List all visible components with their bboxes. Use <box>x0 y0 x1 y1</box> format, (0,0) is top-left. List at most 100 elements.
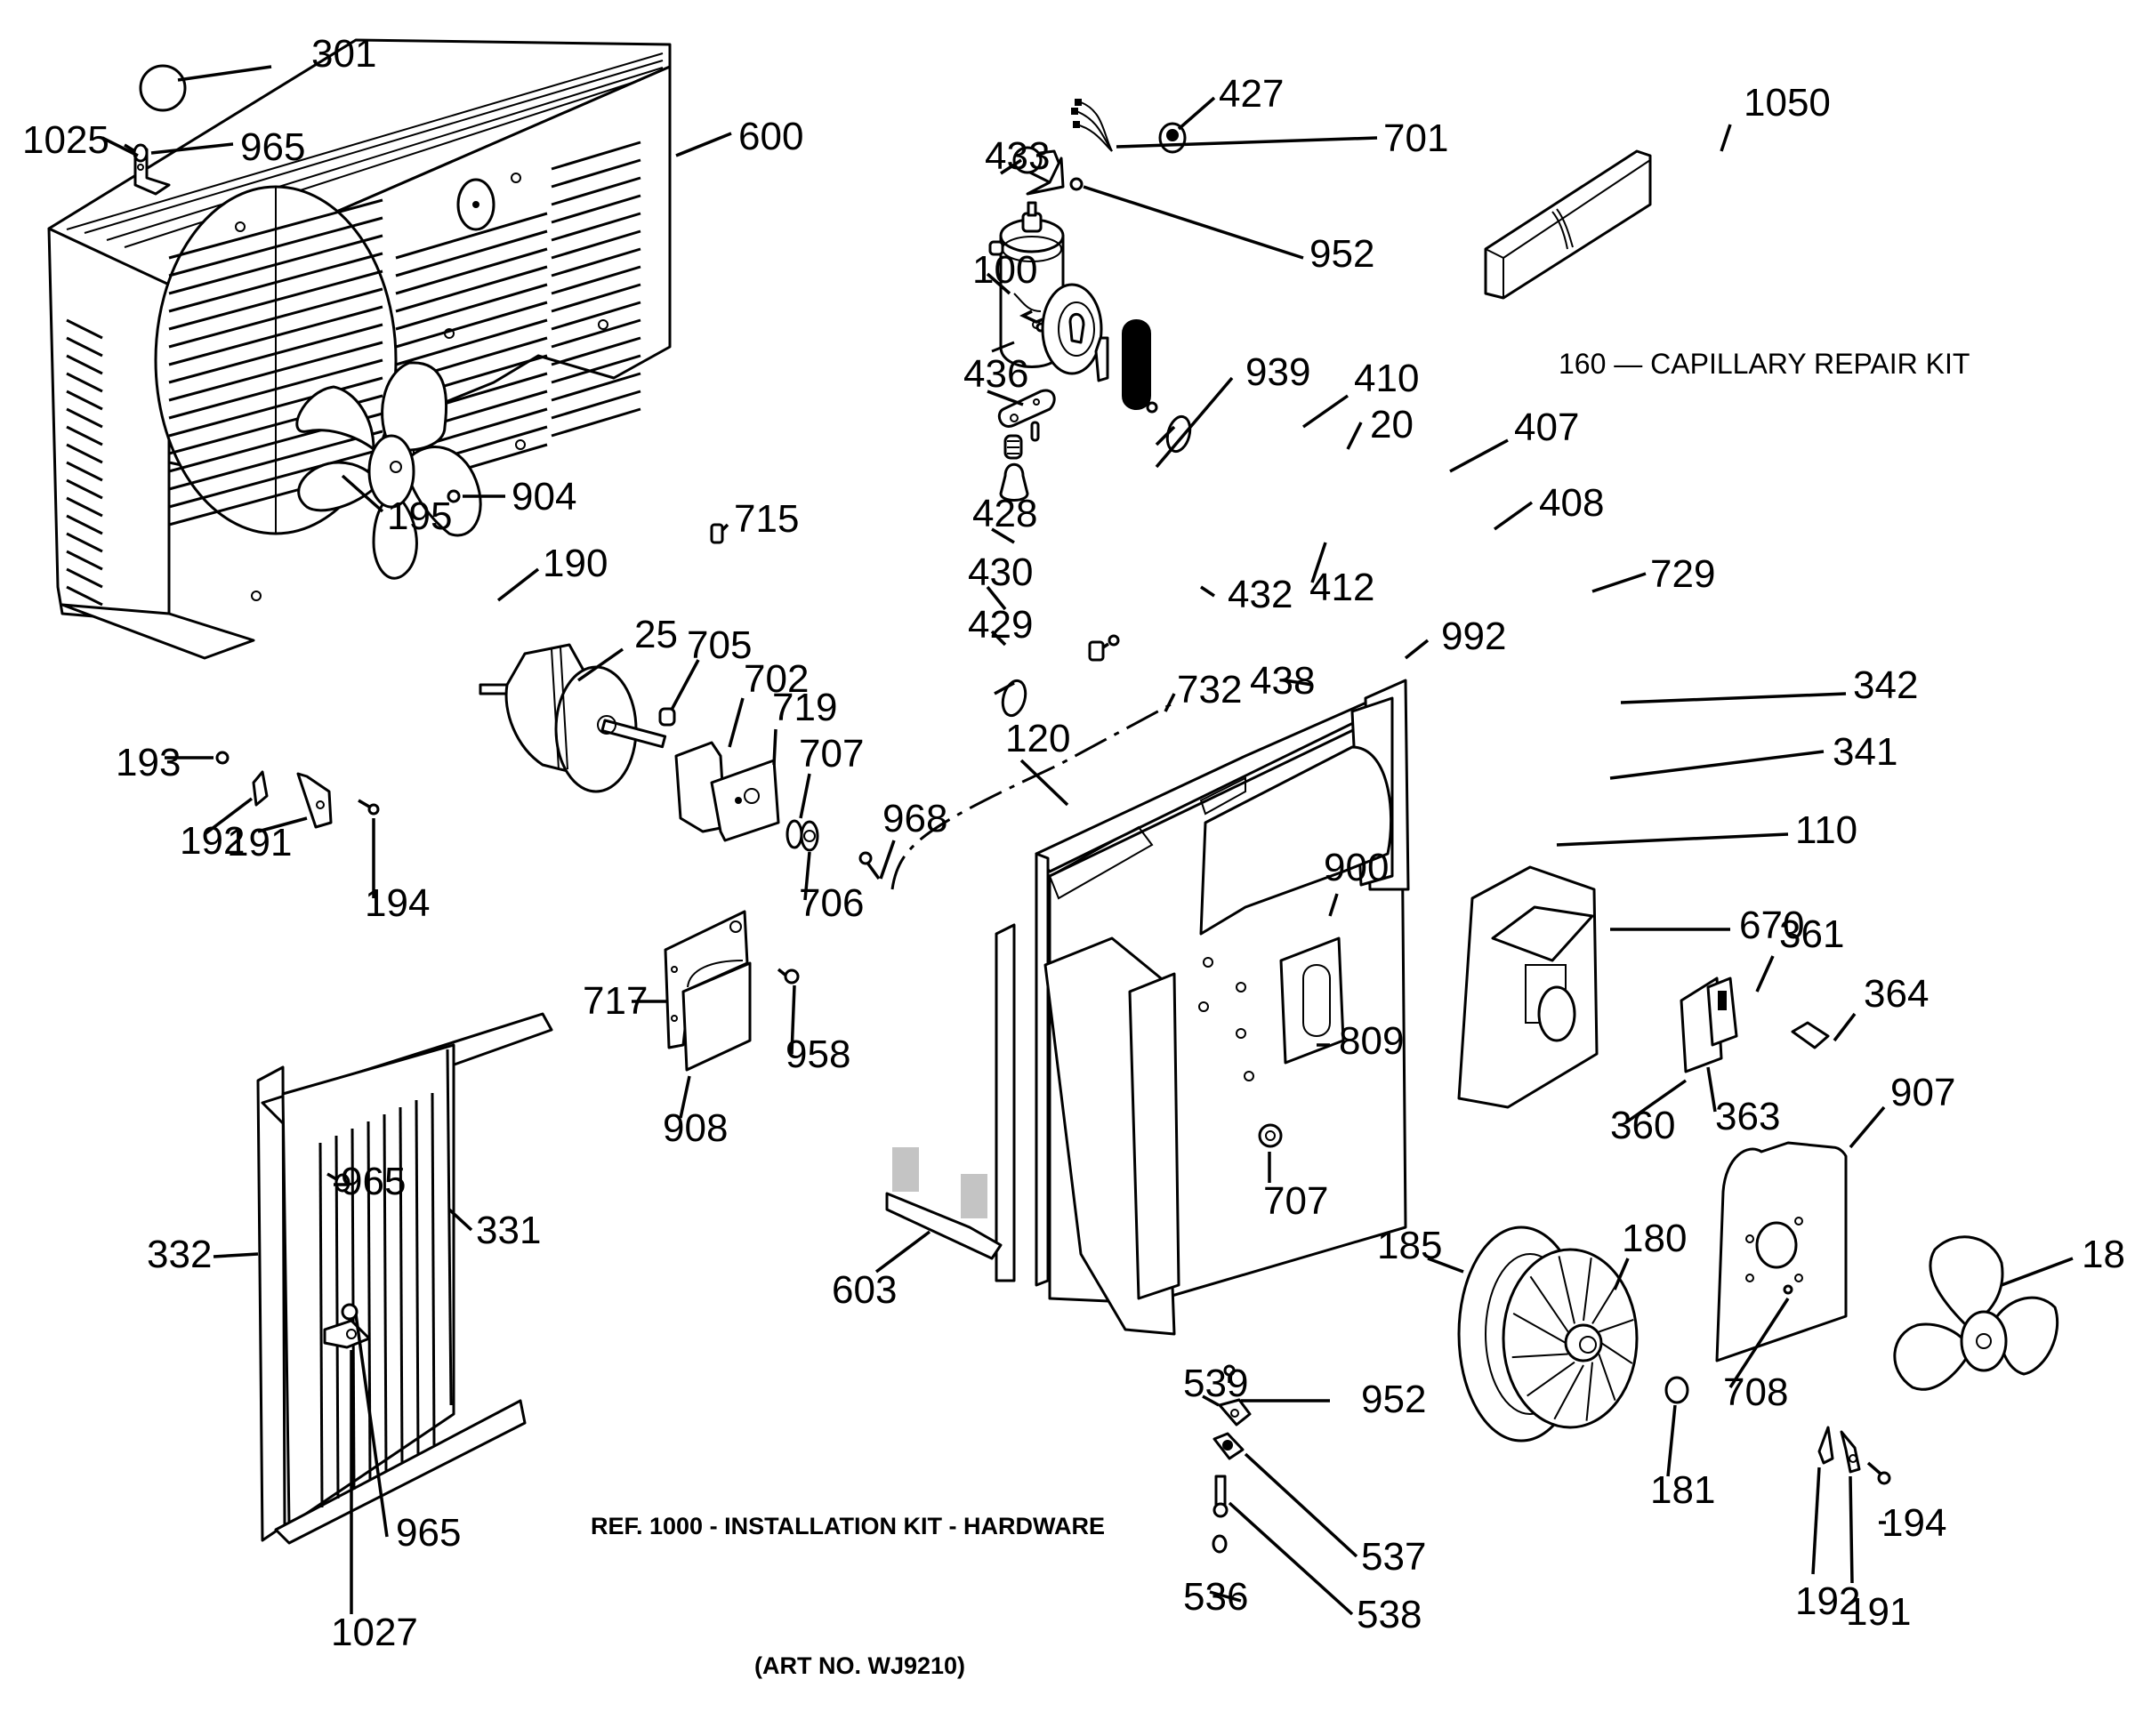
part-number-label: 410 <box>1354 357 1419 400</box>
callout-536: 536 <box>1183 1575 1248 1619</box>
switch-361 <box>1706 976 1738 1047</box>
callout-181: 181 <box>1650 1404 1715 1512</box>
part-number-label: 603 <box>832 1268 897 1312</box>
washer-707-base <box>1258 1123 1283 1148</box>
part-number-label: 702 <box>744 657 809 701</box>
condenser-fan-blade-190 <box>295 361 482 580</box>
leader-line <box>990 630 1007 647</box>
part-number-label: 180 <box>1622 1217 1687 1260</box>
part-number-label: 1027 <box>331 1611 418 1654</box>
callout-436: 436 <box>963 352 1028 406</box>
leader-line <box>1155 376 1234 469</box>
leader-line <box>1591 572 1647 593</box>
plate-539 <box>1218 1398 1252 1427</box>
callout-363: 363 <box>1706 1066 1780 1138</box>
nut-706 <box>800 820 819 852</box>
part-number-label: 965 <box>396 1511 461 1555</box>
leader-line <box>991 527 1015 544</box>
callout-407: 407 <box>1449 406 1579 473</box>
tie-strap-732 <box>994 679 1027 718</box>
callout-342: 342 <box>1620 663 1918 707</box>
callout-600: 600 <box>675 115 803 158</box>
plate-537 <box>1213 1432 1245 1460</box>
part-number-label: 939 <box>1245 350 1310 394</box>
part-number-label: 900 <box>1324 846 1389 889</box>
case-back-slats <box>395 212 548 491</box>
leader-line <box>986 272 1011 295</box>
callout-701: 701 <box>1116 117 1448 160</box>
leader-line <box>721 523 729 532</box>
callout-904: 904 <box>463 475 576 518</box>
leader-line <box>1624 1079 1688 1124</box>
knob-364 <box>1791 1021 1830 1049</box>
leader-line <box>1200 585 1215 598</box>
callout-715: 715 <box>721 497 799 541</box>
part-number-label: 908 <box>663 1106 728 1150</box>
part-number-label: 363 <box>1715 1095 1780 1138</box>
part-number-label: 341 <box>1833 730 1897 774</box>
part-number-label: 907 <box>1890 1071 1955 1114</box>
part-number-label: 342 <box>1853 663 1918 707</box>
part-number-label: 364 <box>1864 972 1929 1016</box>
blower-wheel-180 <box>1502 1248 1639 1429</box>
screw-952-top <box>1069 177 1084 191</box>
callout-603: 603 <box>832 1230 931 1312</box>
leader-line <box>1609 750 1825 780</box>
leader-line <box>1019 759 1069 807</box>
part-number-label: 428 <box>972 492 1037 535</box>
leader-line <box>986 585 1007 611</box>
callout-192: 192 <box>1795 1467 1860 1623</box>
capillary-repair-kit-note: 160 — CAPILLARY REPAIR KIT <box>1559 348 1970 380</box>
spring-430 <box>1003 434 1023 460</box>
part-number-label: 536 <box>1183 1575 1248 1619</box>
part-number-label: 538 <box>1357 1593 1422 1636</box>
part-number-label: 719 <box>772 686 837 729</box>
part-number-label: 965 <box>341 1160 406 1203</box>
callout-958: 958 <box>786 985 850 1076</box>
part-number-label: 958 <box>786 1033 850 1076</box>
leader-line <box>675 132 732 157</box>
callout-361: 361 <box>1755 912 1844 993</box>
part-number-label: 706 <box>799 881 864 925</box>
part-number-label: 110 <box>1795 808 1857 852</box>
orifice-panel-907 <box>1715 1141 1848 1362</box>
callout-428: 428 <box>972 492 1037 544</box>
callout-717: 717 <box>583 979 667 1023</box>
callout-965: 965 <box>150 125 305 169</box>
callout-438: 438 <box>1250 659 1315 703</box>
leader-line <box>1116 136 1378 149</box>
callout-538: 538 <box>1228 1501 1422 1636</box>
part-number-label: 729 <box>1650 552 1715 596</box>
callout-900: 900 <box>1324 846 1389 917</box>
part-number-label: 433 <box>985 134 1050 178</box>
leader-line <box>1706 1066 1717 1113</box>
callout-1027: 1027 <box>331 1350 418 1654</box>
screw-952-bottom <box>1223 1364 1236 1383</box>
callout-965: 965 <box>354 1314 461 1555</box>
part-number-label: 968 <box>882 797 947 840</box>
leader-line <box>341 474 384 513</box>
part-number-label: 181 <box>1650 1468 1715 1512</box>
nut-408 <box>1146 401 1158 414</box>
callout-360: 360 <box>1610 1079 1688 1147</box>
side-curtain-331 <box>274 1043 527 1545</box>
leader-line <box>1449 438 1509 473</box>
callout-193: 193 <box>116 741 214 784</box>
leader-line <box>1728 1298 1790 1388</box>
callout-194: 194 <box>1879 1501 1946 1545</box>
part-number-label: 952 <box>1361 1378 1426 1421</box>
part-number-label: 412 <box>1309 566 1374 609</box>
clip-438 <box>1088 640 1105 662</box>
leader-line <box>670 659 700 711</box>
callout-429: 429 <box>968 603 1033 647</box>
fan-blade-18 <box>1893 1235 2059 1391</box>
callout-702: 702 <box>728 657 809 748</box>
foam-strip <box>1048 776 1246 900</box>
screw-992 <box>1102 634 1120 649</box>
callout-908: 908 <box>663 1075 728 1150</box>
callout-331: 331 <box>447 1208 541 1252</box>
callout-965: 965 <box>334 1160 406 1203</box>
spacer-705 <box>658 707 676 727</box>
leader-line <box>987 390 1024 406</box>
